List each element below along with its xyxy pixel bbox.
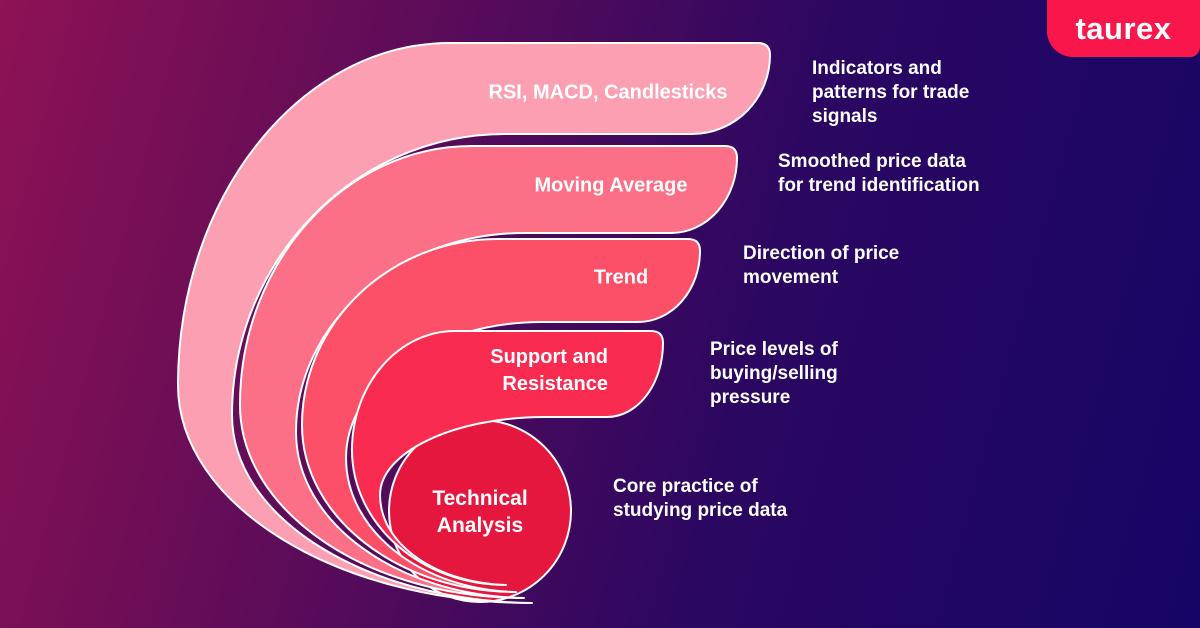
label-trend: Trend [593, 266, 649, 289]
label-moving-average: Moving Average [534, 174, 688, 197]
taurex-logo-text: taurex [1075, 10, 1172, 46]
label-rsi-macd-candlesticks: RSI, MACD, Candlesticks [488, 81, 728, 104]
description-core-practice: Core practice of studying price data [613, 476, 788, 521]
taurex-logo: taurex [1047, 0, 1200, 57]
description-smoothed-price-data: Smoothed price data for trend identifica… [778, 151, 980, 196]
description-indicators-patterns: Indicators and patterns for trade signal… [812, 58, 970, 127]
blade-trend [301, 238, 701, 593]
description-price-levels: Price levels of buying/selling pressure [710, 339, 838, 408]
blade-moving-average [239, 145, 738, 599]
label-technical-analysis: Technical Analysis [432, 487, 528, 537]
blade-support-resistance [351, 330, 664, 586]
label-support-resistance: Support and Resistance [490, 346, 608, 395]
blade-rsi-macd-candlesticks [177, 42, 771, 604]
description-direction-of-price: Direction of price movement [743, 243, 900, 288]
